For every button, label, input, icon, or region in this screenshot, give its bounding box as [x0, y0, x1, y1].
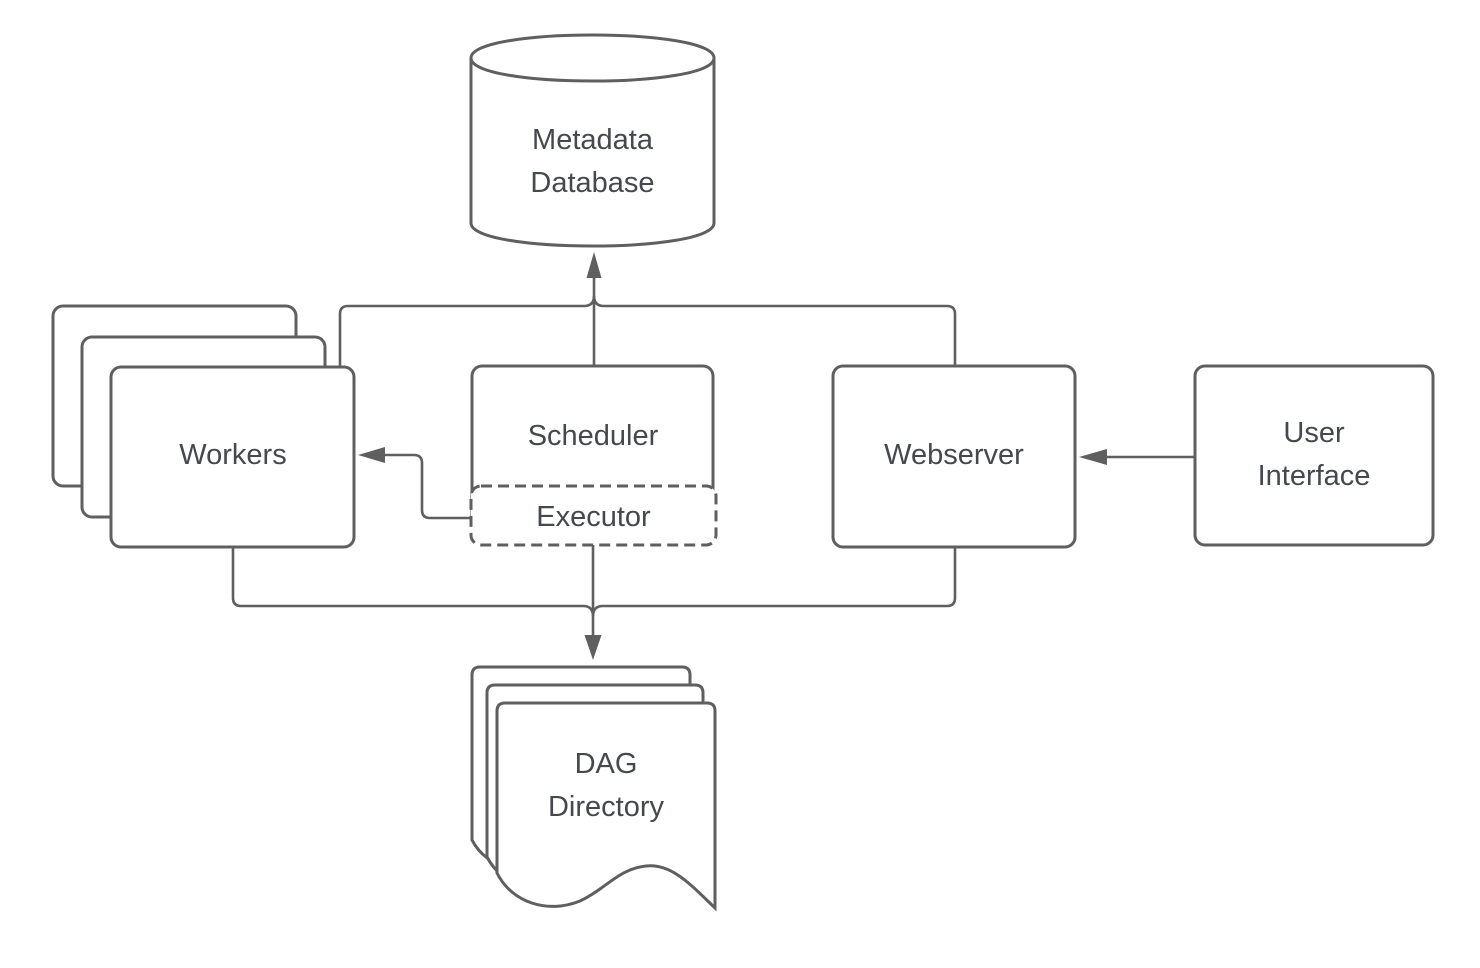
arrowhead-up-to-database	[586, 252, 602, 278]
executor-node	[469, 484, 718, 547]
workers-node	[51, 304, 356, 549]
arrowhead-left-to-workers	[358, 447, 385, 463]
metadata-database-node	[469, 33, 716, 248]
arrowhead-left-to-webserver	[1079, 449, 1107, 465]
workers-stack-front-rect	[109, 365, 356, 549]
top-bus-connector	[338, 295, 957, 367]
webserver-node	[831, 364, 1077, 549]
database-cylinder-body	[469, 33, 716, 248]
user-interface-node	[1193, 364, 1435, 547]
executor-to-workers-line	[384, 453, 471, 520]
dag-directory-node	[470, 665, 717, 912]
database-cylinder-rim	[469, 57, 716, 83]
dag-stack-front-doc	[495, 701, 717, 912]
arrowhead-down-to-dag	[584, 635, 602, 660]
